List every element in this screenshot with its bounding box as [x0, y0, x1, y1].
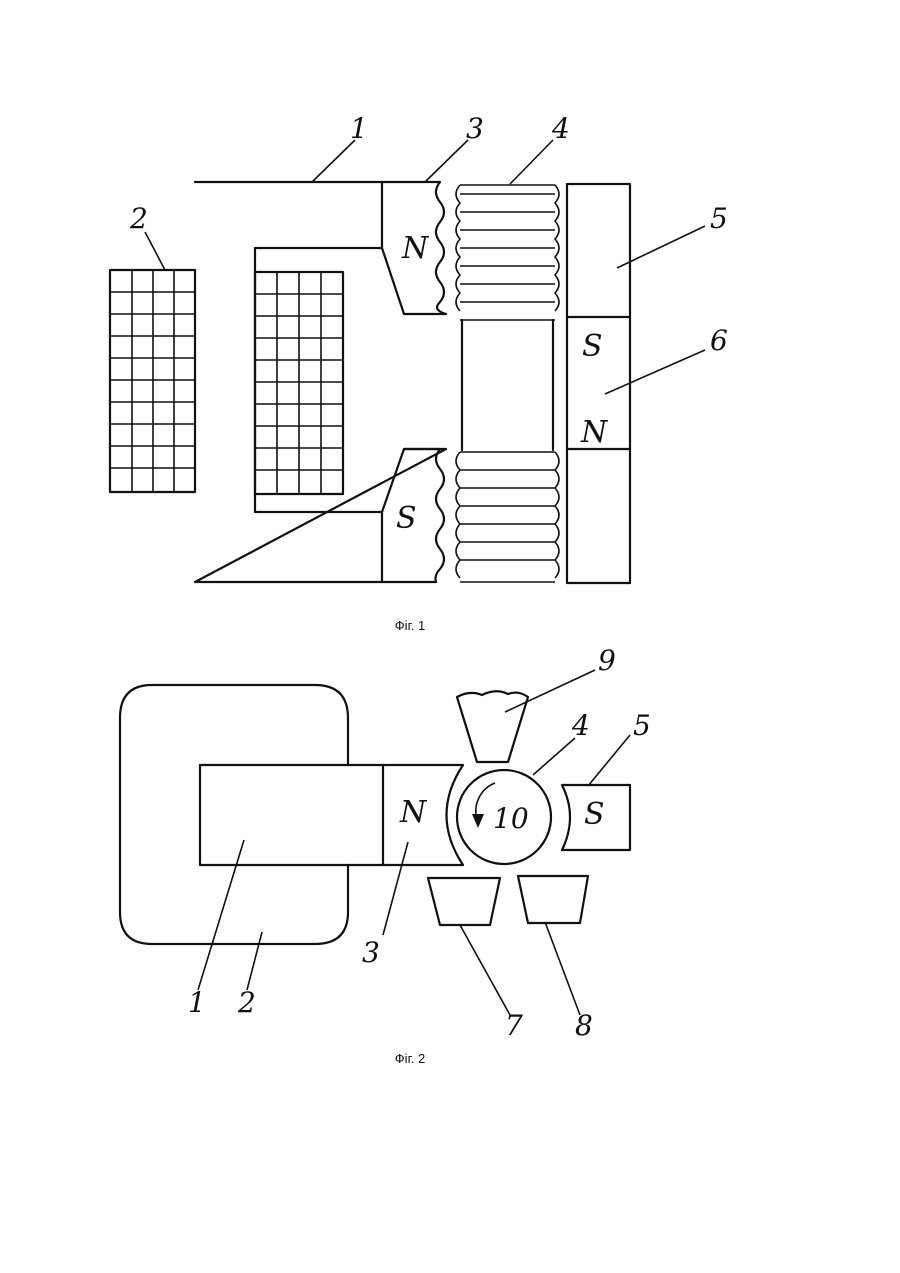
pole-label-n-core: N [401, 231, 430, 266]
magnet-strip [567, 184, 630, 583]
figure-2-caption: Фіг. 2 [395, 1051, 425, 1066]
c-core-inner [255, 248, 382, 512]
leader-5-fig2 [588, 735, 630, 786]
bin-8 [518, 876, 588, 923]
label-6: 6 [710, 324, 728, 357]
label-5: 5 [710, 202, 728, 235]
leader-8 [545, 922, 580, 1015]
label-7: 7 [505, 1009, 523, 1042]
label-9: 9 [598, 644, 616, 677]
leader-6 [605, 350, 705, 394]
figure-1-caption: Фіг. 1 [395, 618, 425, 633]
label-2-fig2: 2 [237, 986, 256, 1019]
label-2: 2 [129, 202, 148, 235]
label-4-fig2: 4 [571, 709, 590, 742]
leader-1-fig2 [198, 840, 244, 990]
leader-3-fig2 [383, 842, 408, 935]
winding-outer [110, 270, 195, 492]
label-1: 1 [350, 112, 368, 145]
hopper-9 [457, 691, 528, 762]
label-8: 8 [575, 1009, 593, 1042]
pole-label-s-strip: S [582, 329, 603, 364]
pole-label-n-2: N [399, 795, 428, 830]
pole-label-s-2: S [584, 797, 605, 832]
leader-3 [425, 140, 468, 182]
ribbed-tape [456, 185, 559, 582]
core-block [200, 765, 383, 865]
label-3: 3 [466, 112, 484, 145]
rotation-arrowhead [472, 814, 484, 828]
label-1-fig2: 1 [188, 986, 206, 1019]
label-10: 10 [493, 802, 529, 835]
leader-7 [460, 925, 510, 1015]
pole-label-n-strip: N [580, 415, 609, 450]
label-3-fig2: 3 [362, 936, 380, 969]
winding-coil [120, 685, 348, 944]
figure-2: N S 9 4 5 10 3 1 2 7 8 Фіг. 2 [120, 644, 651, 1066]
label-5-fig2: 5 [633, 709, 651, 742]
leader-2 [145, 232, 165, 270]
leader-4 [510, 140, 553, 184]
bin-7 [428, 878, 500, 925]
leader-4-fig2 [533, 738, 575, 775]
winding-inner [255, 272, 343, 494]
figure-1: N S S N 1 2 3 4 5 6 Фіг. 1 [110, 112, 728, 633]
leader-9 [505, 670, 595, 712]
pole-label-s-core: S [396, 501, 417, 536]
label-4: 4 [551, 112, 570, 145]
leader-1 [312, 140, 355, 182]
leader-2-fig2 [247, 932, 262, 990]
